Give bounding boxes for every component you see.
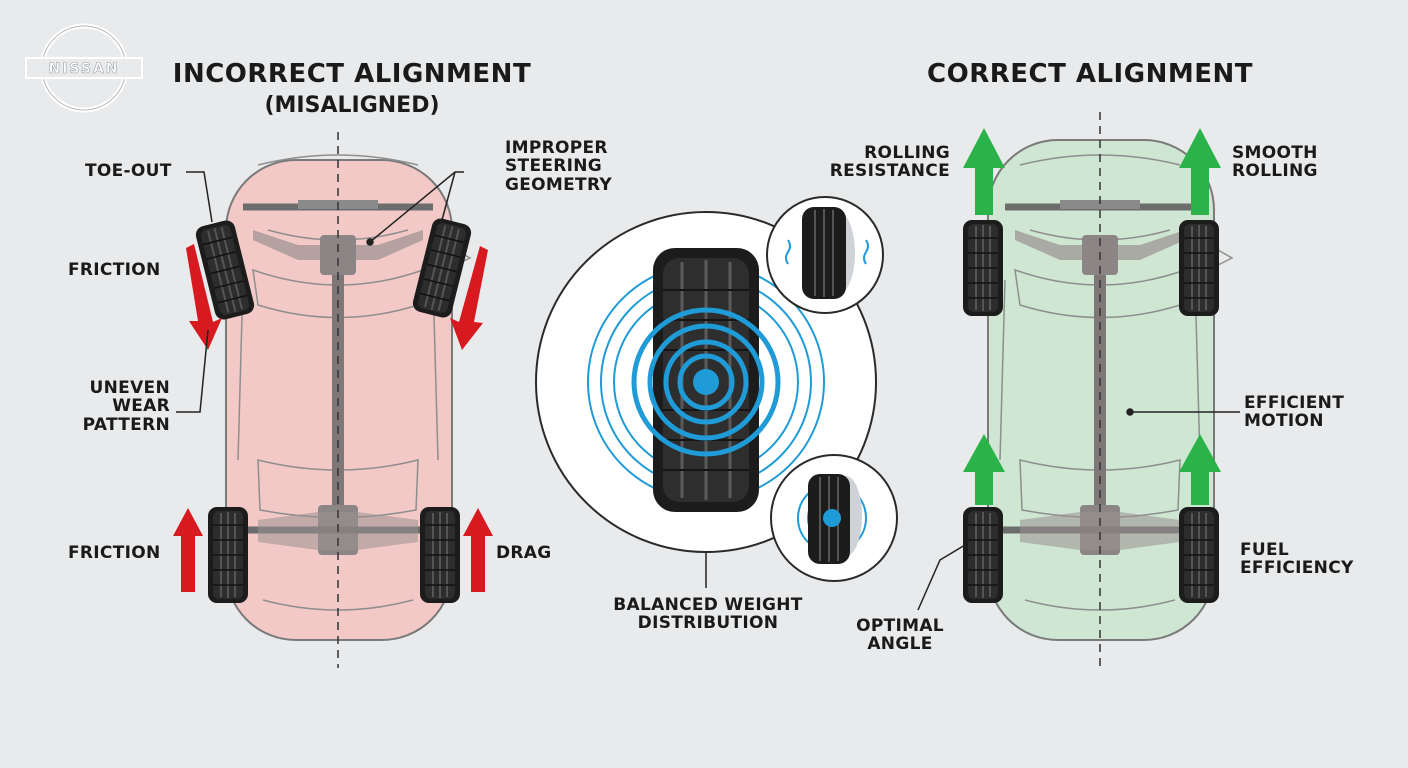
- front-right-tire-aligned: [1178, 219, 1220, 317]
- optimal-angle-label: OPTIMAL ANGLE: [856, 616, 944, 655]
- smooth-rolling-label: SMOOTH ROLLING: [1232, 143, 1318, 182]
- uneven-wear-label: UNEVEN WEAR PATTERN: [82, 378, 170, 435]
- rolling-resistance-label: ROLLING RESISTANCE: [829, 143, 950, 182]
- aligned-title: CORRECT ALIGNMENT: [927, 59, 1253, 89]
- drag-label: DRAG: [496, 543, 552, 563]
- rear-left-tire: [207, 506, 249, 604]
- improper-steering-label: IMPROPER STEERING GEOMETRY: [505, 138, 613, 195]
- misaligned-title: INCORRECT ALIGNMENT: [172, 59, 532, 89]
- friction-front-label: FRICTION: [68, 260, 161, 280]
- brand-logo-text: NISSAN: [48, 61, 120, 78]
- misaligned-subtitle: (MISALIGNED): [264, 93, 440, 118]
- rear-right-tire-aligned: [1178, 506, 1220, 604]
- left-leader-lines: [176, 171, 464, 413]
- tire-inset-bottom: [770, 454, 898, 582]
- right-leader-lines: [917, 408, 1240, 611]
- tire-inset-top: [766, 196, 884, 314]
- fuel-efficiency-label: FUEL EFFICIENCY: [1240, 540, 1354, 579]
- front-left-tire-aligned: [962, 219, 1004, 317]
- red-arrows: [173, 244, 493, 592]
- rear-left-tire-aligned: [962, 506, 1004, 604]
- nissan-logo: [25, 23, 143, 113]
- rear-right-tire: [419, 506, 461, 604]
- misaligned-car: [192, 132, 475, 668]
- balanced-weight-label: BALANCED WEIGHT DISTRIBUTION: [613, 595, 803, 634]
- green-arrows: [963, 128, 1221, 505]
- friction-rear-label: FRICTION: [68, 543, 161, 563]
- aligned-car: [962, 112, 1233, 668]
- efficient-motion-label: EFFICIENT MOTION: [1244, 393, 1345, 432]
- toe-out-label: TOE-OUT: [85, 161, 172, 181]
